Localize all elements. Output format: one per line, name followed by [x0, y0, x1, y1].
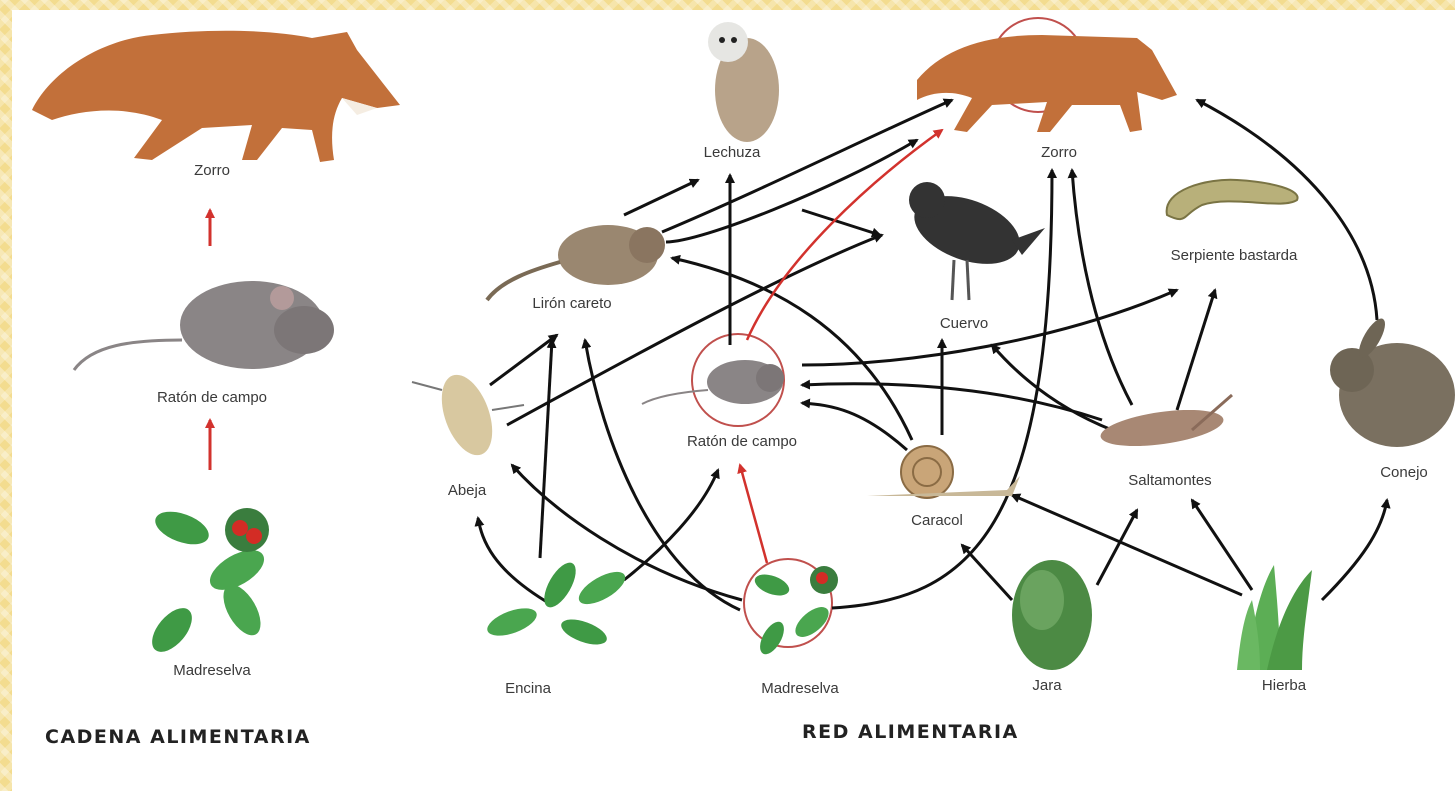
fox-illustration-web — [917, 35, 1177, 132]
web-label-saltamontes: Saltamontes — [1128, 472, 1211, 489]
web-label-caracol: Caracol — [911, 512, 963, 529]
web-label-lechuza: Lechuza — [704, 144, 761, 161]
grasshopper-illustration — [1098, 395, 1232, 452]
web-label-cuervo: Cuervo — [940, 315, 988, 332]
chain-label-raton: Ratón de campo — [157, 389, 267, 406]
web-label-serpiente: Serpiente bastarda — [1171, 247, 1298, 264]
arrow-liron-lechuza — [624, 180, 698, 215]
crow-illustration — [905, 182, 1045, 300]
chain-label-zorro: Zorro — [194, 162, 230, 179]
web-label-madreselva: Madreselva — [761, 680, 839, 697]
field-mouse-illustration — [74, 281, 334, 370]
arrow-red-madreselva-raton — [740, 465, 767, 563]
arrow-caracol-raton — [802, 403, 907, 450]
rockrose-illustration — [1012, 560, 1092, 670]
arrow-jara-caracol — [962, 545, 1012, 600]
diagram-canvas: Zorro Ratón de campo Madreselva Cadena a… — [12, 10, 1455, 791]
web-label-hierba: Hierba — [1262, 677, 1307, 694]
arrow-caracol-liron — [672, 258, 912, 440]
chain-title: Cadena alimentaria — [45, 726, 311, 748]
web-label-conejo: Conejo — [1380, 464, 1428, 481]
arrow-encina-raton — [624, 470, 718, 580]
bee-illustration — [412, 368, 524, 462]
web-label-liron: Lirón careto — [532, 295, 611, 312]
fox-illustration — [32, 31, 400, 162]
snail-illustration — [867, 446, 1020, 498]
web-arrows — [478, 100, 1387, 610]
arrow-hierba-conejo — [1322, 500, 1387, 600]
honeysuckle-illustration — [145, 505, 271, 659]
grass-illustration — [1237, 565, 1312, 670]
field-mouse-illustration-web — [642, 360, 784, 404]
food-web-diagram: Zorro Ratón de campo Madreselva Cadena a… — [12, 10, 1455, 791]
honeysuckle-illustration-web — [752, 566, 838, 658]
web-label-raton: Ratón de campo — [687, 433, 797, 450]
web-label-encina: Encina — [505, 680, 552, 697]
arrow-abeja-liron — [490, 335, 557, 385]
web-label-abeja: Abeja — [448, 482, 487, 499]
web-label-jara: Jara — [1032, 677, 1062, 694]
arrow-saltamontes-zorro — [1072, 170, 1132, 405]
arrow-madreselva-abeja — [512, 465, 742, 600]
slow-worm-illustration — [1167, 180, 1298, 219]
dormouse-illustration — [487, 225, 665, 300]
owl-illustration — [708, 22, 779, 142]
arrow-red-raton-zorro — [747, 130, 942, 340]
arrow-encina-liron — [540, 340, 552, 558]
arrow-saltamontes-serpiente — [1177, 290, 1215, 410]
arrow-conejo-zorro — [1197, 100, 1377, 320]
web-label-zorro: Zorro — [1041, 144, 1077, 161]
web-title: Red alimentaria — [802, 721, 1019, 743]
rabbit-illustration — [1330, 315, 1455, 447]
chain-label-madreselva: Madreselva — [173, 662, 251, 679]
arrow-raton-serpiente — [802, 290, 1177, 365]
